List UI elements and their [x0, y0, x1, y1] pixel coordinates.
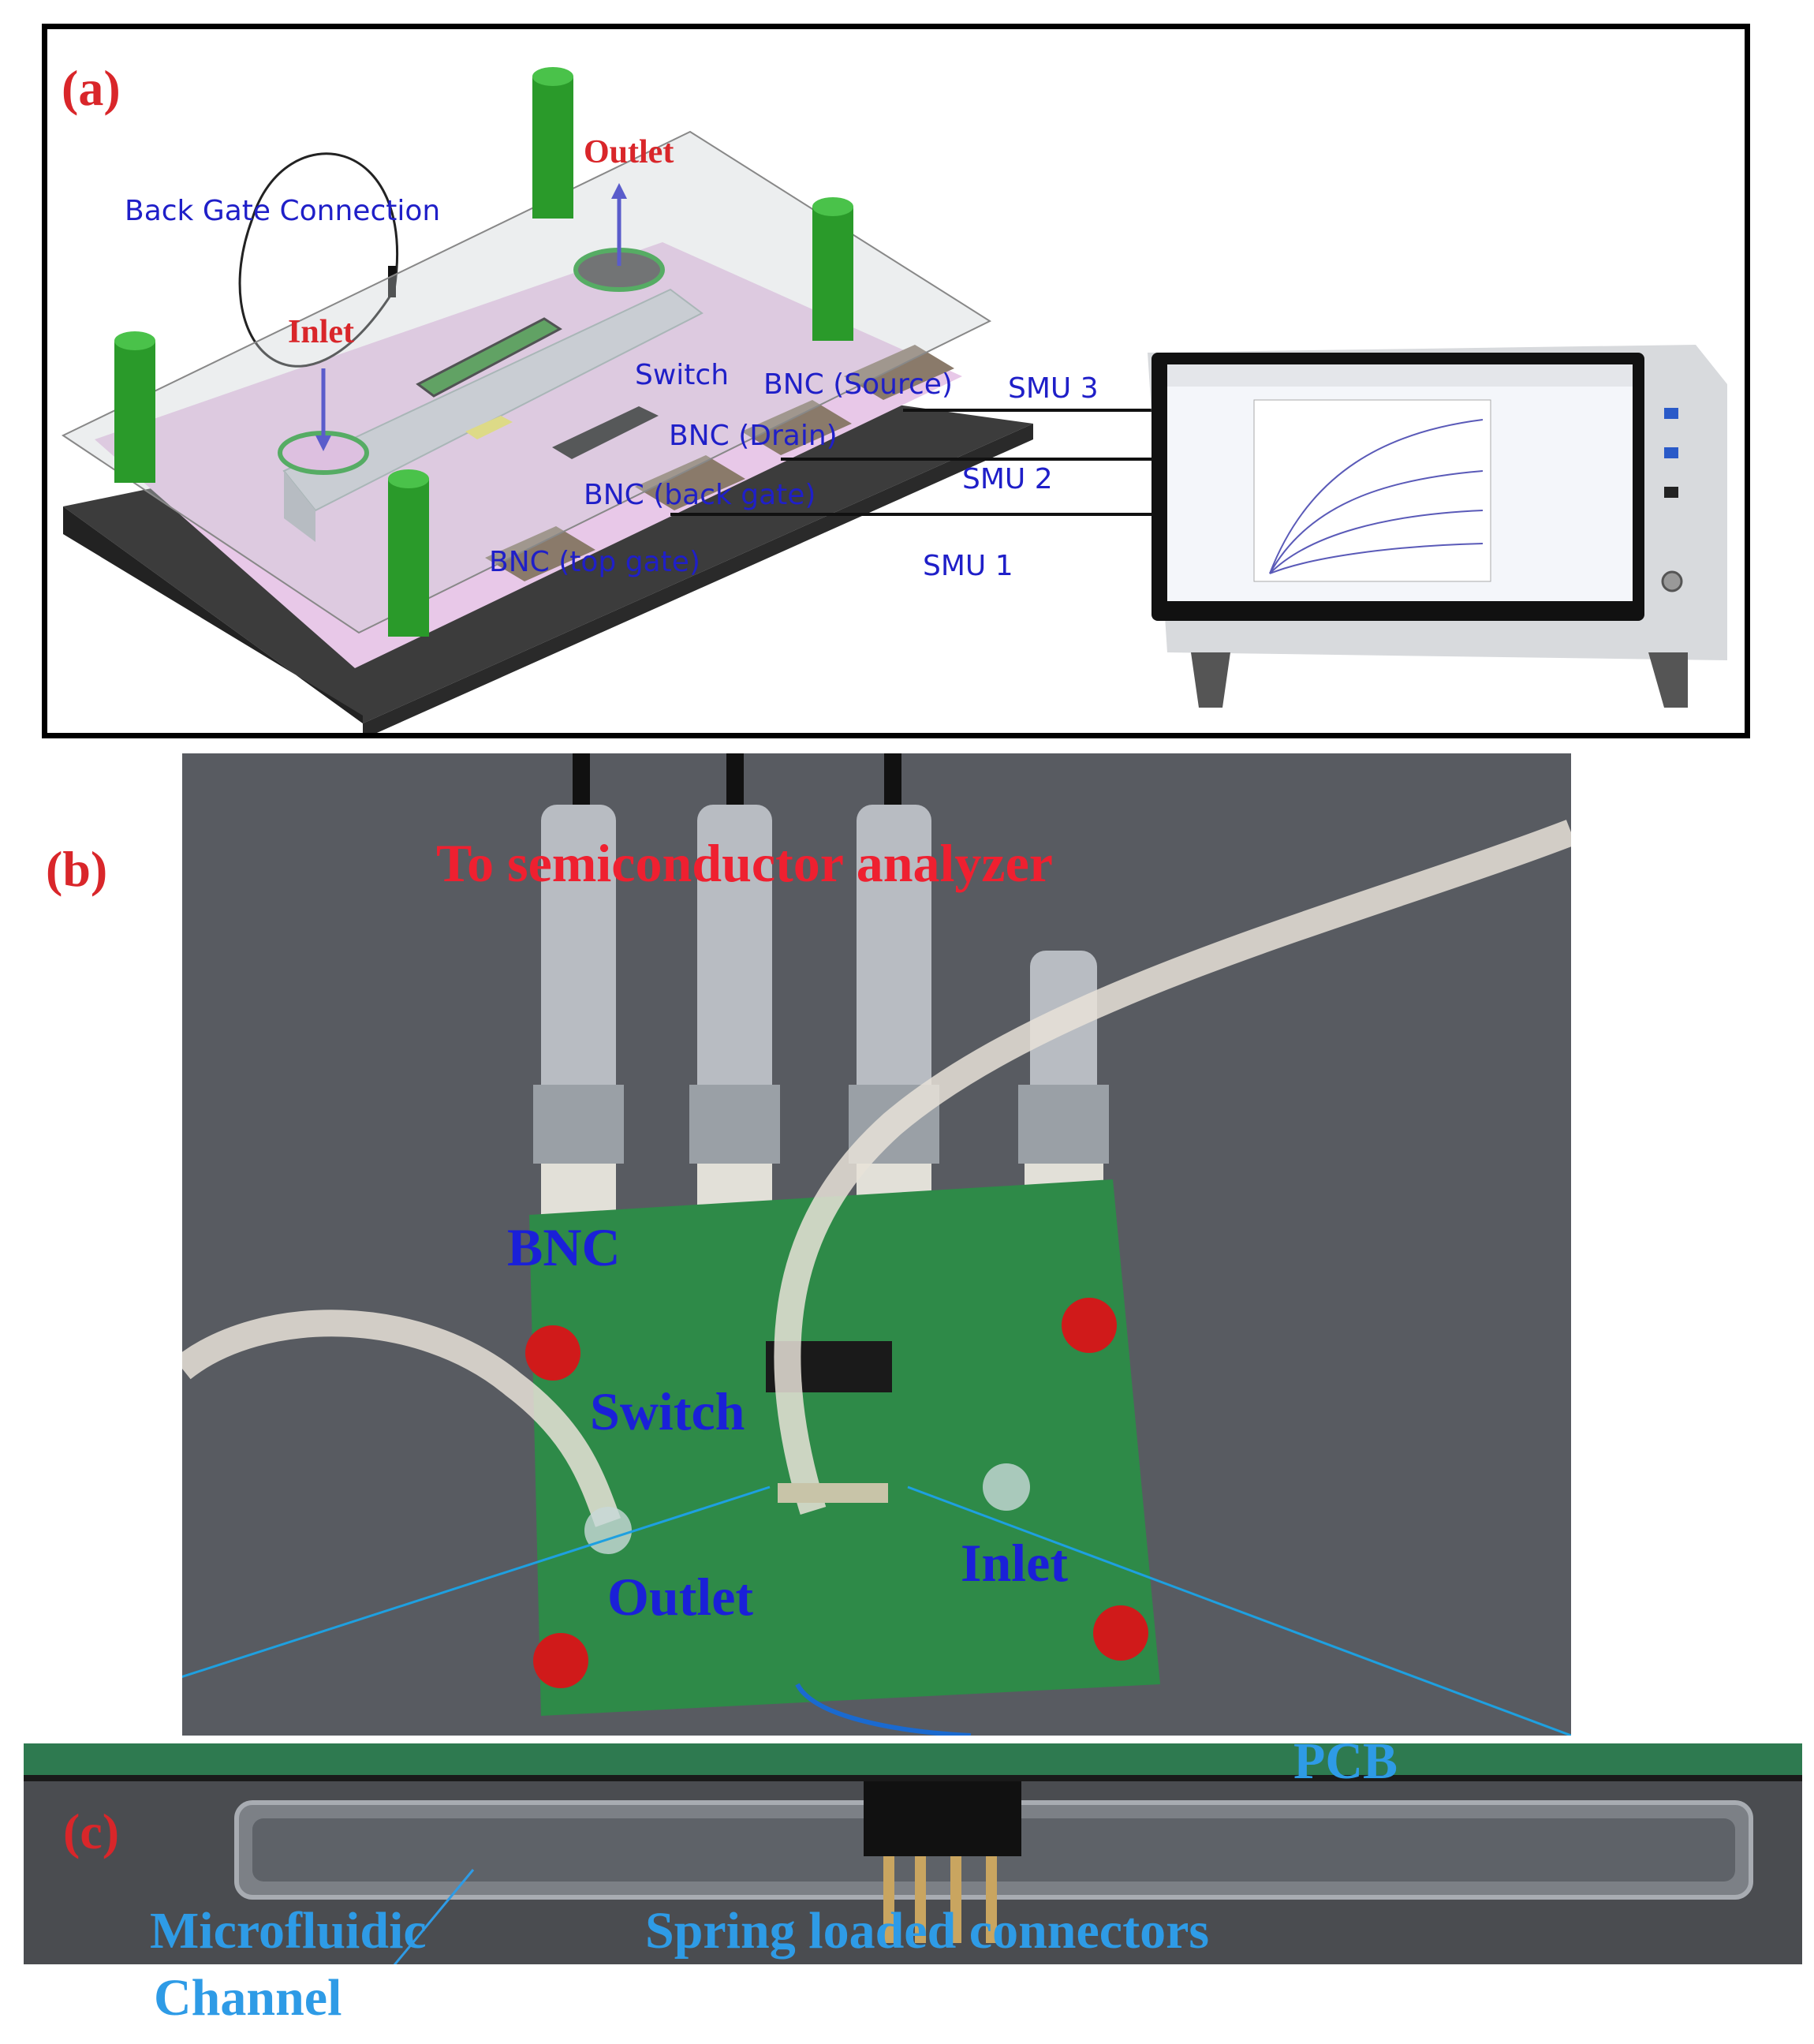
- spring-connectors-label: Spring loaded connectors: [645, 1902, 1210, 1960]
- panel-a-frame: (a) Back Gate Connection Outlet Inlet Sw…: [42, 24, 1750, 738]
- bnc-backgate-block: [635, 455, 745, 510]
- bnc-top-gate-label: BNC (top gate): [489, 546, 700, 578]
- switch-label: Switch: [635, 359, 730, 391]
- semiconductor-analyzer: [1148, 345, 1727, 708]
- back-gate-wire: [238, 152, 399, 368]
- sensor-chip: [416, 317, 562, 398]
- pcb-label: PCB: [1293, 1732, 1398, 1790]
- back-gate-connection-label: Back Gate Connection: [125, 195, 441, 227]
- panel-c-letter: (c): [63, 1803, 120, 1859]
- pillar-front-right: [388, 469, 429, 637]
- channel-pointer-line: [393, 1869, 475, 1964]
- outlet-tubing: [182, 1310, 621, 1527]
- smu3-label: SMU 3: [1008, 372, 1099, 405]
- top-plate: [61, 130, 992, 634]
- zoom-line-right: [907, 1485, 1571, 1736]
- green-pcb: [529, 1179, 1160, 1716]
- pillar-back-left: [532, 67, 573, 219]
- bnc-back-gate-label: BNC (back gate): [584, 479, 816, 511]
- microfluidic-label-line2: Channel: [154, 1969, 342, 2027]
- bnc-label: BNC: [507, 1217, 621, 1277]
- bnc-drain-block: [741, 400, 852, 455]
- base-plate-side-left: [63, 506, 363, 723]
- panel-a-letter: (a): [62, 60, 121, 116]
- switch-block: [552, 406, 659, 459]
- smu2-label: SMU 2: [962, 463, 1053, 495]
- outlet-label: Outlet: [584, 134, 674, 170]
- bnc-drain-label: BNC (Drain): [669, 420, 838, 452]
- pcb-substrate: [95, 242, 962, 668]
- inlet-tubing: [774, 820, 1571, 1515]
- standoff-bottom-right: [1093, 1605, 1148, 1661]
- base-plate-side-right: [363, 424, 1033, 733]
- panel-b-photo: [182, 753, 1571, 1736]
- inlet-label: Inlet: [288, 314, 354, 350]
- standoff-top-left: [525, 1325, 580, 1381]
- panel-c-photo: [24, 1743, 1802, 1964]
- switch-photo-label: Switch: [590, 1381, 745, 1441]
- standoff-top-right: [1062, 1298, 1117, 1353]
- panel-c-scene: [24, 1743, 1802, 1964]
- panel-a-diagram: [61, 67, 1727, 733]
- panel-b-letter: (b): [46, 841, 108, 897]
- bnc-source-block: [844, 345, 954, 400]
- pillar-front-left: [114, 331, 155, 483]
- bnc-source-label: BNC (Source): [763, 368, 953, 401]
- bnc-topgate-block: [485, 526, 595, 581]
- outlet-photo-label: Outlet: [607, 1567, 754, 1627]
- zoom-line-left: [182, 1485, 771, 1679]
- smu1-label: SMU 1: [923, 550, 1013, 582]
- pillar-back-right: [812, 197, 853, 341]
- channel-window: [778, 1483, 888, 1503]
- standoff-bottom-left: [533, 1633, 588, 1688]
- microfluidic-label-line1: Microfluidic: [150, 1902, 427, 1960]
- to-analyzer-label: To semiconductor analyzer: [436, 833, 1053, 893]
- channel-bar: [282, 288, 704, 512]
- inlet-photo-label: Inlet: [961, 1533, 1068, 1593]
- panel-b-scene: [182, 753, 1571, 1736]
- spring-loaded-pins: [883, 1856, 997, 1943]
- connector-housing: [864, 1781, 1021, 1856]
- pcb-edge: [24, 1743, 1802, 1775]
